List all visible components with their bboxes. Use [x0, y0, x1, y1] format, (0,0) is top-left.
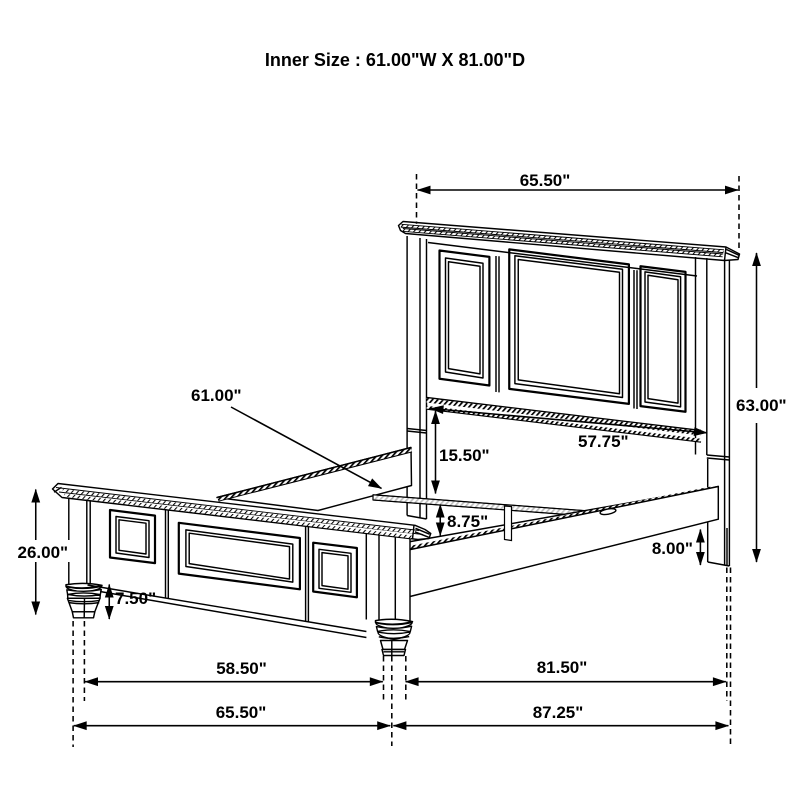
svg-text:7.50": 7.50" — [115, 589, 156, 608]
svg-text:58.50": 58.50" — [216, 659, 267, 678]
svg-text:15.50": 15.50" — [439, 446, 490, 465]
svg-text:65.50": 65.50" — [520, 171, 571, 190]
svg-text:57.75": 57.75" — [578, 432, 629, 451]
svg-text:Inner Size : 61.00"W X 81.00"D: Inner Size : 61.00"W X 81.00"D — [265, 50, 525, 70]
svg-text:61.00": 61.00" — [191, 386, 242, 405]
svg-text:81.50": 81.50" — [537, 658, 588, 677]
svg-text:65.50": 65.50" — [216, 703, 267, 722]
svg-text:8.00": 8.00" — [652, 539, 693, 558]
svg-text:26.00": 26.00" — [18, 543, 69, 562]
svg-text:87.25": 87.25" — [533, 703, 584, 722]
svg-text:63.00": 63.00" — [736, 396, 787, 415]
svg-text:8.75": 8.75" — [447, 512, 488, 531]
